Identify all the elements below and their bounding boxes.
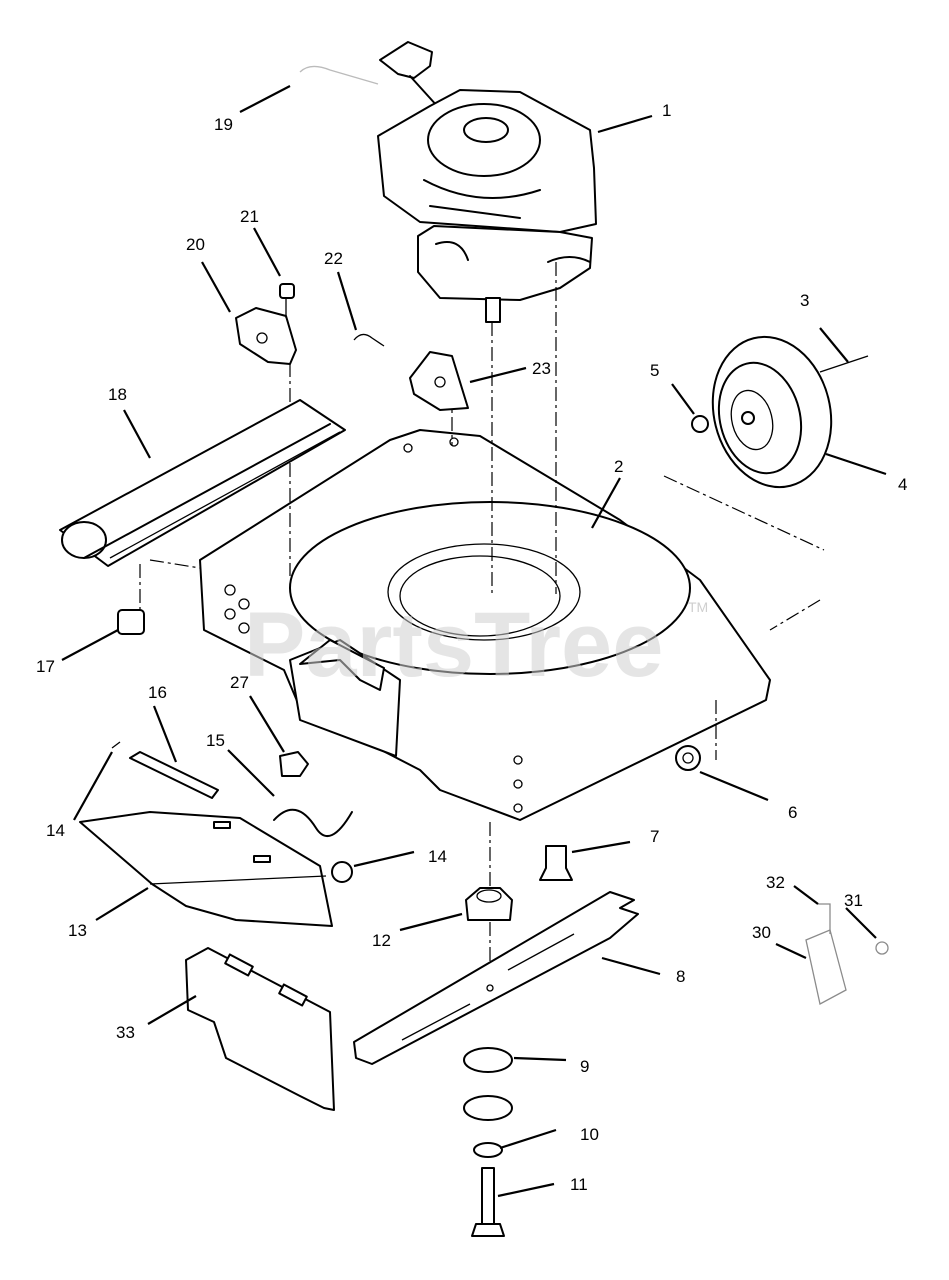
deck-housing-part [199,429,771,821]
callout-3: 3 [800,291,809,310]
callout-10: 10 [580,1125,599,1144]
callout-labels: 1 2 3 4 5 6 7 8 9 10 11 12 13 14 14 15 1… [36,101,907,1194]
rear-flap-part [59,399,346,635]
discharge-door-part [79,741,353,927]
svg-text:PartsTree: PartsTree [244,594,663,696]
callout-15: 15 [206,731,225,750]
callout-7: 7 [650,827,659,846]
callout-21: 21 [240,207,259,226]
callout-27: 27 [230,673,249,692]
callout-4: 4 [898,475,907,494]
wheel-assembly-part [691,335,869,489]
callout-30: 30 [752,923,771,942]
engine-part [299,41,597,323]
callout-12: 12 [372,931,391,950]
callout-1: 1 [662,101,671,120]
callout-19: 19 [214,115,233,134]
callout-17: 17 [36,657,55,676]
blade-part [353,891,639,1065]
callout-16: 16 [148,683,167,702]
callout-8: 8 [676,967,685,986]
callout-13: 13 [68,921,87,940]
callout-23: 23 [532,359,551,378]
callout-31: 31 [844,891,863,910]
hardware-parts [279,745,701,921]
callout-32: 32 [766,873,785,892]
callout-14-right: 14 [428,847,447,866]
callout-20: 20 [186,235,205,254]
callout-22: 22 [324,249,343,268]
callout-5: 5 [650,361,659,380]
callout-2: 2 [614,457,623,476]
callout-9: 9 [580,1057,589,1076]
callout-leaders [61,85,887,1198]
svg-text:TM: TM [688,599,708,615]
brackets-parts [235,283,469,411]
callout-18: 18 [108,385,127,404]
callout-6: 6 [788,803,797,822]
callout-11: 11 [570,1175,588,1194]
blade-bolt-stack-part [463,1047,513,1237]
callout-14-left: 14 [46,821,65,840]
mulch-plate-part [185,947,335,1111]
watermark: PartsTree TM [244,594,708,696]
callout-33: 33 [116,1023,135,1042]
inset-adjuster-part [805,903,889,1005]
